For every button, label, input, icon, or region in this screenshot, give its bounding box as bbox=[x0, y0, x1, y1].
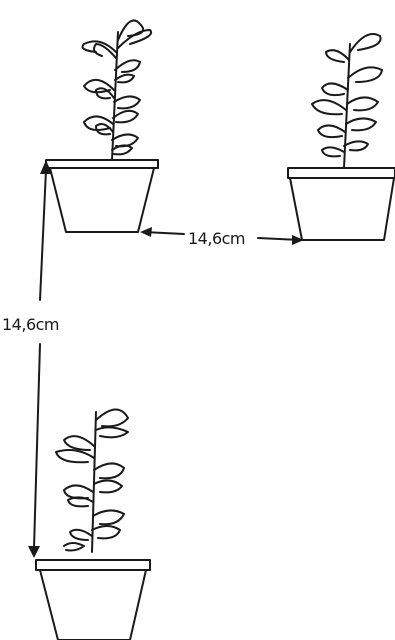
pot-bottom bbox=[36, 560, 150, 640]
leaf bbox=[346, 118, 376, 130]
plant-top-right bbox=[312, 34, 382, 168]
pot-body bbox=[290, 178, 394, 240]
leaf bbox=[64, 485, 93, 498]
pot-rim bbox=[288, 168, 395, 178]
leaf bbox=[94, 480, 122, 492]
leaf bbox=[64, 543, 84, 551]
vertical-spacing-label: 14,6cm bbox=[2, 315, 59, 334]
leaf bbox=[113, 111, 138, 123]
leaf bbox=[350, 34, 381, 52]
leaf bbox=[115, 75, 134, 83]
leaf bbox=[114, 96, 140, 108]
leaf bbox=[94, 44, 116, 58]
leaf bbox=[64, 436, 94, 450]
leaf bbox=[94, 463, 124, 478]
plant-stem bbox=[92, 412, 96, 552]
plant-top-left bbox=[83, 20, 152, 160]
leaf bbox=[312, 100, 346, 114]
pot-top-right bbox=[288, 168, 395, 240]
leaf bbox=[344, 141, 368, 150]
plant-bottom bbox=[56, 409, 128, 552]
leaf bbox=[96, 409, 128, 426]
leaf bbox=[348, 67, 382, 82]
leaf bbox=[96, 88, 114, 98]
leaf bbox=[326, 50, 349, 62]
leaf bbox=[70, 530, 92, 540]
leaf bbox=[118, 30, 151, 48]
arrow-head-left bbox=[140, 227, 152, 237]
leaf bbox=[322, 147, 344, 156]
leaf bbox=[93, 510, 124, 524]
horizontal-spacing-label: 14,6cm bbox=[188, 229, 245, 248]
pot-body bbox=[40, 570, 146, 640]
leaf bbox=[318, 125, 345, 137]
leaf bbox=[83, 41, 117, 52]
pot-top-left bbox=[46, 160, 158, 232]
vertical-spacing-arrow: 14,6cm bbox=[2, 160, 59, 558]
horizontal-spacing-arrow: 14,6cm bbox=[140, 227, 304, 248]
leaf bbox=[84, 80, 114, 92]
pot-body bbox=[50, 168, 154, 232]
arrow-shaft-top bbox=[40, 170, 46, 300]
leaf bbox=[92, 526, 120, 538]
leaf bbox=[322, 83, 348, 95]
leaf bbox=[56, 450, 94, 462]
leaf bbox=[96, 427, 128, 437]
leaf bbox=[347, 97, 378, 110]
plant-stem bbox=[344, 44, 350, 168]
arrow-head-bottom bbox=[28, 546, 40, 558]
leaf bbox=[115, 60, 140, 72]
pot-rim bbox=[46, 160, 158, 168]
arrow-shaft-bottom bbox=[34, 344, 40, 548]
pot-rim bbox=[36, 560, 150, 570]
